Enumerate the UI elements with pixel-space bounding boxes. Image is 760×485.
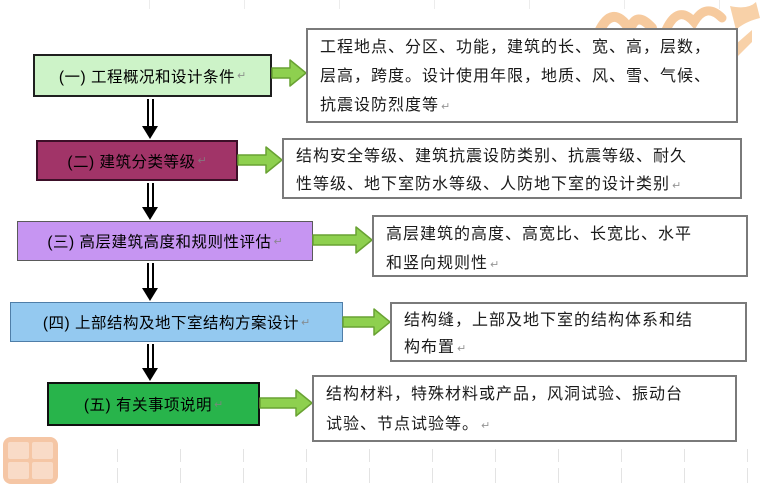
detail-box-4: 结构缝，上部及地下室的结构体系和结 构布置↵ <box>390 302 747 362</box>
detail-text: 结构缝，上部及地下室的结构体系和结 构布置 <box>404 312 694 356</box>
detail-box-5: 结构材料，特殊材料或产品，风洞试验、振动台 试验、节点试验等。↵ <box>312 375 737 442</box>
block-arrow-right-icon <box>271 59 307 87</box>
block-arrow-right-icon <box>237 146 283 174</box>
step-box-2: (二) 建筑分类等级↵ <box>36 140 238 181</box>
block-arrow-right-icon <box>312 226 373 254</box>
detail-text: 高层建筑的高度、高宽比、长宽比、水平 和竖向规则性 <box>386 226 693 272</box>
paragraph-return-mark: ↵ <box>481 420 491 432</box>
step-label: (五) 有关事项说明 <box>83 397 212 414</box>
connector-shaft <box>146 99 154 126</box>
detail-box-1: 工程地点、分区、功能，建筑的长、宽、高，层数， 层高，跨度。设计使用年限，地质、… <box>306 28 738 123</box>
paragraph-return-mark: ↵ <box>197 155 207 167</box>
block-arrow-right-icon <box>259 389 313 417</box>
paragraph-return-mark: ↵ <box>236 70 247 82</box>
detail-box-2: 结构安全等级、建筑抗震设防类别、抗震等级、耐久 性等级、地下室防水等级、人防地下… <box>282 138 742 199</box>
step-box-3: (三) 高层建筑高度和规则性评估↵ <box>17 221 313 261</box>
step-label: (一) 工程概况和设计条件 <box>58 68 235 86</box>
detail-text: 工程地点、分区、功能，建筑的长、宽、高，层数， 层高，跨度。设计使用年限，地质、… <box>320 39 712 114</box>
down-double-arrow-connector <box>142 99 158 139</box>
down-double-arrow-connector <box>142 263 158 301</box>
step-label: (二) 建筑分类等级 <box>67 153 196 171</box>
arrowhead-down-icon <box>142 288 158 301</box>
seal-glyph-mark <box>32 442 53 459</box>
step-label: (四) 上部结构及地下室结构方案设计 <box>42 315 299 332</box>
seal-glyph-mark <box>32 462 53 479</box>
arrowhead-down-icon <box>142 207 158 220</box>
arrowhead-down-icon <box>142 126 158 139</box>
step-label: (三) 高层建筑高度和规则性评估 <box>47 234 272 251</box>
grid-tick-row <box>55 449 760 462</box>
arrowhead-down-icon <box>142 368 158 381</box>
paragraph-return-mark: ↵ <box>300 316 311 329</box>
seal-glyph-mark <box>8 442 29 459</box>
block-arrow-right-icon <box>342 308 391 336</box>
paragraph-return-mark: ↵ <box>672 180 682 192</box>
step-box-1: (一) 工程概况和设计条件↵ <box>33 54 272 97</box>
connector-shaft <box>146 344 154 368</box>
grid-tick-row <box>55 0 760 9</box>
paragraph-return-mark: ↵ <box>441 101 451 113</box>
paragraph-return-mark: ↵ <box>213 398 224 411</box>
connector-shaft <box>146 183 154 207</box>
down-double-arrow-connector <box>142 183 158 220</box>
down-double-arrow-connector <box>142 344 158 381</box>
detail-text: 结构安全等级、建筑抗震设防类别、抗震等级、耐久 性等级、地下室防水等级、人防地下… <box>296 148 688 193</box>
paragraph-return-mark: ↵ <box>273 235 283 248</box>
paragraph-return-mark: ↵ <box>457 343 467 355</box>
detail-box-3: 高层建筑的高度、高宽比、长宽比、水平 和竖向规则性↵ <box>372 215 748 277</box>
paragraph-return-mark: ↵ <box>490 259 500 271</box>
step-box-4: (四) 上部结构及地下室结构方案设计↵ <box>10 302 343 342</box>
detail-text: 结构材料，特殊材料或产品，风洞试验、振动台 试验、节点试验等。 <box>326 386 684 433</box>
grid-tick-row <box>55 468 760 483</box>
connector-shaft <box>146 263 154 288</box>
seal-glyph-mark <box>8 462 29 479</box>
step-box-5: (五) 有关事项说明↵ <box>47 382 260 426</box>
seal-watermark <box>3 437 58 484</box>
